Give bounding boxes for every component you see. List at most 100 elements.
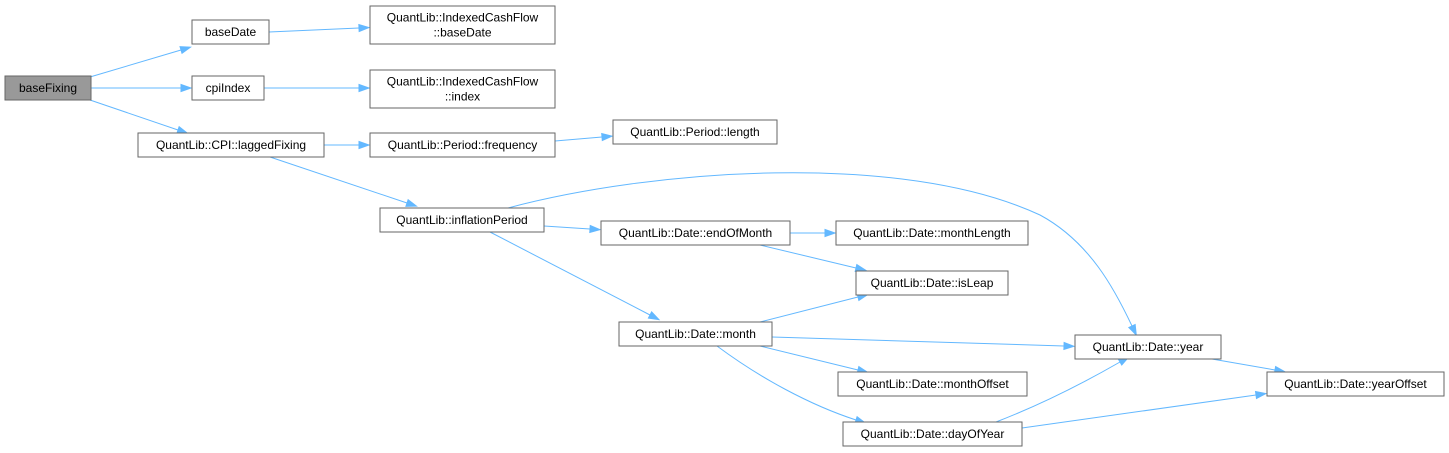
node-label: baseDate [205, 25, 257, 39]
edge-line [995, 361, 1121, 423]
node-box [137, 132, 325, 158]
node-box [835, 220, 1029, 246]
node-month[interactable]: QuantLib::Date::month [618, 321, 773, 347]
edge-arrowhead [358, 23, 371, 33]
node-label: QuantLib::Date::monthOffset [856, 377, 1009, 391]
edge-baseFixing-to-baseDate [89, 46, 193, 78]
nodes-layer: baseFixing baseDatecpiIndexQuantLib::CPI:… [4, 5, 1445, 447]
edge-laggedFixing-to-inflationPeriod [269, 156, 418, 207]
edge-line [489, 231, 651, 316]
edge-line [543, 225, 591, 230]
edge-arrowhead [601, 132, 614, 142]
node-label: ::baseDate [433, 26, 491, 40]
node-box [369, 132, 556, 158]
edge-arrowhead [589, 224, 602, 234]
edge-arrowhead [1127, 323, 1137, 337]
edge-line [716, 345, 857, 421]
edge-arrowhead [358, 140, 371, 150]
node-label: QuantLib::Date::month [635, 327, 756, 341]
node-box [1074, 334, 1222, 360]
edge-arrowhead [854, 263, 868, 272]
node-label: QuantLib::Period::frequency [388, 138, 537, 152]
edge-line [89, 49, 182, 78]
node-label: QuantLib::Date::yearOffset [1284, 377, 1427, 391]
edge-arrowhead [1254, 390, 1268, 400]
node-box [837, 371, 1028, 397]
edge-arrowhead [824, 228, 837, 238]
edge-line [759, 244, 857, 269]
edge-inflationPeriod-to-endOfMonth [543, 224, 602, 234]
node-label: QuantLib::Date::endOfMonth [619, 226, 772, 240]
node-box [369, 69, 556, 109]
edge-baseDate-to-icfBaseDate [268, 23, 371, 33]
edge-dayOfYear-to-yearOffset [1021, 390, 1268, 429]
node-cpiIndex[interactable]: cpiIndex [191, 75, 265, 101]
node-icfBaseDate[interactable]: QuantLib::IndexedCashFlow::baseDate [369, 5, 556, 45]
edge-baseFixing-to-laggedFixing [89, 99, 189, 134]
node-yearOffset[interactable]: QuantLib::Date::yearOffset [1266, 371, 1445, 397]
node-monthLength[interactable]: QuantLib::Date::monthLength [835, 220, 1029, 246]
node-label: QuantLib::Date::dayOfYear [861, 427, 1005, 441]
node-box [1266, 371, 1445, 397]
edge-inflationPeriod-to-year [507, 172, 1137, 337]
node-year[interactable]: QuantLib::Date::year [1074, 334, 1222, 360]
edges-layer [89, 23, 1287, 429]
edge-inflationPeriod-to-month [489, 231, 661, 321]
edge-endOfMonth-to-monthLength [790, 228, 837, 238]
node-label: QuantLib::inflationPeriod [396, 213, 527, 227]
node-label: QuantLib::IndexedCashFlow [387, 75, 539, 89]
node-icfIndex[interactable]: QuantLib::IndexedCashFlow::index [369, 69, 556, 109]
node-label: ::index [445, 90, 480, 104]
node-box [191, 19, 270, 45]
edge-laggedFixing-to-frequency [324, 140, 371, 150]
edge-month-to-monthOffset [759, 345, 870, 374]
edge-arrowhead [358, 83, 371, 93]
edge-line [759, 296, 859, 323]
edge-line [771, 336, 1065, 347]
node-label: QuantLib::Date::isLeap [871, 276, 994, 290]
edge-year-to-yearOffset [1211, 358, 1287, 375]
edge-line [507, 172, 1133, 327]
node-baseFixing: baseFixing [4, 75, 92, 101]
node-label: QuantLib::CPI::laggedFixing [156, 138, 306, 152]
node-label: baseFixing [19, 81, 77, 95]
edge-cpiIndex-to-icfIndex [264, 83, 371, 93]
edge-month-to-isLeap [759, 293, 870, 323]
edge-arrowhead [180, 83, 193, 93]
node-box [369, 5, 556, 45]
node-endOfMonth[interactable]: QuantLib::Date::endOfMonth [600, 220, 791, 246]
edge-line [89, 99, 179, 131]
edge-line [1211, 358, 1276, 371]
node-box [379, 207, 545, 233]
node-periodLength[interactable]: QuantLib::Period::length [612, 119, 778, 145]
node-laggedFixing[interactable]: QuantLib::CPI::laggedFixing [137, 132, 325, 158]
edge-line [759, 345, 859, 371]
edge-arrowhead [1063, 341, 1076, 351]
node-frequency[interactable]: QuantLib::Period::frequency [369, 132, 556, 158]
node-label: QuantLib::Date::monthLength [853, 226, 1010, 240]
edge-frequency-to-periodLength [554, 132, 614, 142]
edge-arrowhead [179, 46, 193, 55]
node-inflationPeriod[interactable]: QuantLib::inflationPeriod [379, 207, 545, 233]
node-box [842, 421, 1023, 447]
node-box [612, 119, 778, 145]
edge-endOfMonth-to-isLeap [759, 244, 868, 272]
edge-baseFixing-to-cpiIndex [90, 83, 193, 93]
node-box [600, 220, 791, 246]
node-label: QuantLib::Period::length [630, 125, 759, 139]
node-monthOffset[interactable]: QuantLib::Date::monthOffset [837, 371, 1028, 397]
node-baseDate[interactable]: baseDate [191, 19, 270, 45]
node-box [191, 75, 265, 101]
edge-month-to-year [771, 336, 1076, 351]
edge-line [1021, 394, 1257, 429]
edge-arrowhead [647, 311, 661, 321]
node-isLeap[interactable]: QuantLib::Date::isLeap [855, 270, 1009, 296]
edge-arrowhead [176, 125, 189, 134]
edge-line [268, 27, 360, 33]
edge-line [269, 156, 408, 204]
node-dayOfYear[interactable]: QuantLib::Date::dayOfYear [842, 421, 1023, 447]
node-box [855, 270, 1009, 296]
node-label: cpiIndex [206, 81, 251, 95]
edge-line [554, 136, 603, 142]
